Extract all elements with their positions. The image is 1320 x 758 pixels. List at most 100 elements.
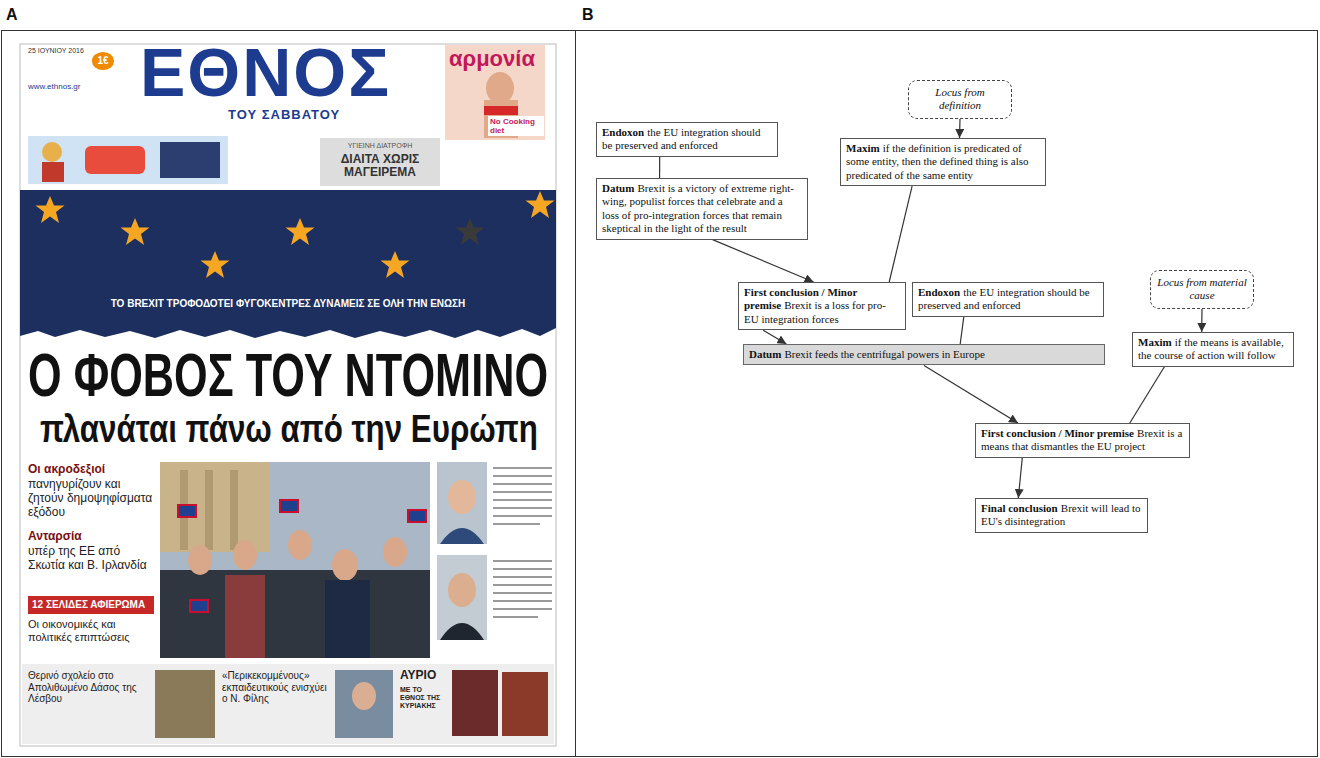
portrait-face xyxy=(448,573,476,607)
argument-box: First conclusion / Minor premiseBrexit i… xyxy=(975,423,1190,458)
portrait-photo xyxy=(437,555,487,640)
photo-person xyxy=(383,537,407,567)
box-heading: Datum xyxy=(602,182,634,194)
eu-star xyxy=(36,196,65,223)
newspaper-text: πλανάται πάνω από την Ευρώπη xyxy=(40,410,538,448)
newspaper-page xyxy=(20,44,556,746)
newspaper-text: αρμονία xyxy=(449,48,535,70)
argument-box: Maximif the means is available, the cour… xyxy=(1132,332,1294,367)
argument-box: DatumBrexit is a victory of extreme righ… xyxy=(596,178,808,240)
newspaper-text: πανηγυρίζουν και ζητούν δημοψηφίσματα εξ… xyxy=(28,478,154,519)
box-heading: Endoxon xyxy=(918,286,960,298)
newspaper-text: Οι οικονομικές και πολιτικές επιπτώσεις xyxy=(28,618,154,643)
portrait-photo xyxy=(437,462,487,544)
union-flag xyxy=(178,505,196,517)
ad-strip-cartoon xyxy=(28,136,228,184)
magazine-cover xyxy=(445,45,545,140)
argument-box: First conclusion / Minor premiseBrexit i… xyxy=(738,282,906,330)
photo-person xyxy=(225,575,265,658)
box-text: Brexit feeds the centrifugal powers in E… xyxy=(784,348,984,360)
photo-building xyxy=(230,470,238,550)
photo-person xyxy=(332,549,358,581)
argument-box: Endoxonthe EU integration should be pres… xyxy=(596,122,778,157)
newspaper-text: 25 ΙΟΥΝΙΟΥ 2016 xyxy=(28,47,84,55)
cartoon-dvd xyxy=(160,142,220,178)
newspaper-text: 12 ΣΕΛΙΔΕΣ ΑΦΙΕΡΩΜΑ xyxy=(28,596,154,614)
connector-arrow xyxy=(889,186,912,282)
newspaper-text: υπέρ της ΕΕ από Σκωτία και Β. Ιρλανδία xyxy=(28,545,154,573)
portrait-body xyxy=(440,528,484,544)
newspaper-text: ΔΙΑΙΤΑ ΧΩΡΙΣ ΜΑΓΕΙΡΕΜΑ xyxy=(322,153,438,179)
locus-box: Locus from definition xyxy=(908,80,1012,119)
newspaper-text: No Cooking diet xyxy=(488,116,544,136)
portrait-body xyxy=(440,623,484,640)
panel-letter: A xyxy=(6,6,18,24)
newspaper-text: ΤΟΥ ΣΑΒΒΑΤΟΥ xyxy=(228,108,340,121)
eu-star xyxy=(456,218,485,245)
connector-arrow xyxy=(713,240,814,282)
newspaper-text: Οι ακροδεξιοί xyxy=(28,463,154,477)
newspaper-text: ΑΥΡΙΟ xyxy=(400,669,436,683)
argument-box: Endoxonthe EU integration should be pres… xyxy=(912,282,1104,317)
panel-divider xyxy=(575,31,576,758)
strip-photo xyxy=(155,670,215,738)
strip-photo-face xyxy=(352,682,376,710)
strip-books xyxy=(452,670,498,736)
newspaper-text: Θερινό σχολείο στο Απολιθωμένο Δάσος της… xyxy=(28,670,150,705)
connector-arrow xyxy=(924,365,1018,423)
panel-frame xyxy=(2,31,1318,757)
photo-building xyxy=(160,462,270,552)
newspaper-text: www.ethnos.gr xyxy=(28,82,80,91)
connector-arrow xyxy=(1201,309,1203,332)
box-text: Locus from definition xyxy=(935,86,984,111)
box-heading: Final conclusion xyxy=(981,502,1058,514)
connector-arrow xyxy=(959,119,961,138)
newspaper-text: ΥΓΙΕΙΝΗ ΔΙΑΤΡΟΦΗ xyxy=(322,142,438,150)
connector-arrow xyxy=(960,317,964,344)
argument-box: Maximif the definition is predicated of … xyxy=(840,138,1046,186)
star-banner xyxy=(20,190,556,338)
panel-letter: B xyxy=(582,6,594,24)
news-photo xyxy=(160,462,430,658)
photo-crowd xyxy=(160,570,430,658)
eu-star xyxy=(381,251,410,278)
strip-photo xyxy=(335,670,393,738)
newspaper-text: ΜΕ ΤΟ ΕΘΝΟΣ ΤΗΣ ΚΥΡΙΑΚΗΣ xyxy=(400,686,448,710)
union-flag xyxy=(408,510,426,522)
connector-arrow xyxy=(1018,458,1022,498)
argument-box: Final conclusionBrexit will lead to EU's… xyxy=(975,498,1148,533)
box-heading: Maxim xyxy=(846,142,880,154)
box-heading: Endoxon xyxy=(602,126,644,138)
newspaper-text: 1€ xyxy=(92,52,114,70)
box-heading: Maxim xyxy=(1138,336,1172,348)
eu-star xyxy=(201,251,230,278)
eu-star xyxy=(526,191,555,218)
connector-arrow xyxy=(659,157,660,178)
cartoon-figure xyxy=(42,162,64,182)
connector-arrow xyxy=(763,330,786,344)
photo-person xyxy=(325,580,370,658)
argument-box: DatumBrexit feeds the centrifugal powers… xyxy=(743,344,1105,365)
newspaper-text: «Περικεκομμένους» εκπαιδευτικούς ενισχύε… xyxy=(222,670,332,705)
union-flag xyxy=(280,500,298,512)
photo-person xyxy=(188,545,212,575)
portrait-face xyxy=(448,480,476,514)
box-heading: Datum xyxy=(749,348,781,360)
connector-arrow xyxy=(1130,367,1165,423)
magazine-model xyxy=(486,72,514,104)
box-text: Locus from material cause xyxy=(1157,276,1246,301)
newspaper-text: Ανταρσία xyxy=(28,530,154,544)
strip-books xyxy=(502,672,548,736)
photo-person xyxy=(288,530,312,560)
eu-star xyxy=(121,218,150,245)
newspaper-text: Ο ΦΟΒΟΣ ΤΟΥ ΝΤΟΜΙΝΟ xyxy=(28,344,548,406)
locus-box: Locus from material cause xyxy=(1150,270,1254,309)
text-column xyxy=(493,468,552,617)
magazine-bikini xyxy=(484,106,518,115)
photo-person xyxy=(233,540,257,570)
box-heading: First conclusion / Minor premise xyxy=(981,427,1134,439)
newspaper-text: ΕΘΝΟΣ xyxy=(140,38,391,106)
newspaper-text: ΤΟ BREXIT ΤΡΟΦΟΔΟΤΕΙ ΦΥΓΟΚΕΝΤΡΕΣ ΔΥΝΑΜΕΙ… xyxy=(60,298,516,311)
cartoon-logo xyxy=(85,146,145,174)
photo-building xyxy=(205,470,213,550)
